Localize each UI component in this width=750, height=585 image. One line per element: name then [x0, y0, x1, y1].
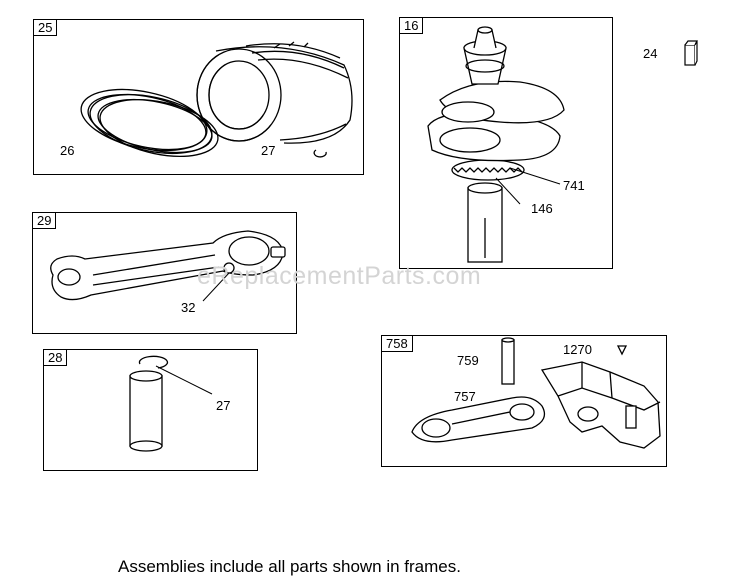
frame-tag-29: 29 — [32, 212, 57, 229]
label-741: 741 — [563, 178, 585, 193]
rod-bolt-icon — [223, 262, 235, 274]
frame-tag-25: 25 — [33, 19, 58, 36]
frame-tag-16: 16 — [399, 17, 424, 34]
dowel-pin — [501, 339, 515, 385]
piston-rings — [80, 88, 219, 157]
balancer-drawing — [411, 337, 661, 449]
label-24: 24 — [643, 46, 658, 61]
label-27-clip: 27 — [261, 143, 276, 158]
frame-tag-758: 758 — [381, 335, 413, 352]
piston-drawing — [80, 41, 353, 158]
crank-key-icon — [684, 40, 698, 66]
label-26: 26 — [60, 143, 75, 158]
piston-pin-drawing — [129, 355, 213, 452]
label-757: 757 — [454, 389, 476, 404]
pin-clip-icon — [138, 355, 169, 369]
piston-pin-clip-icon — [313, 149, 327, 158]
frame-piston-assembly: 25 — [33, 19, 364, 175]
label-32: 32 — [181, 300, 196, 315]
screw-icon — [616, 345, 628, 356]
label-27-pin-clip: 27 — [216, 398, 231, 413]
connecting-rod-drawing — [50, 230, 286, 302]
crankshaft-drawing — [427, 26, 565, 263]
label-146: 146 — [531, 201, 553, 216]
frame-balancer-assembly: 758 759 1270 757 — [381, 335, 667, 467]
diagram-caption: Assemblies include all parts shown in fr… — [118, 557, 461, 576]
label-1270: 1270 — [563, 342, 592, 357]
frame-piston-pin: 28 27 — [43, 349, 258, 471]
frame-crankshaft: 16 741 146 — [399, 17, 613, 269]
label-759: 759 — [457, 353, 479, 368]
piston — [196, 41, 353, 144]
frame-connecting-rod: 29 32 — [32, 212, 297, 334]
frame-tag-28: 28 — [43, 349, 68, 366]
